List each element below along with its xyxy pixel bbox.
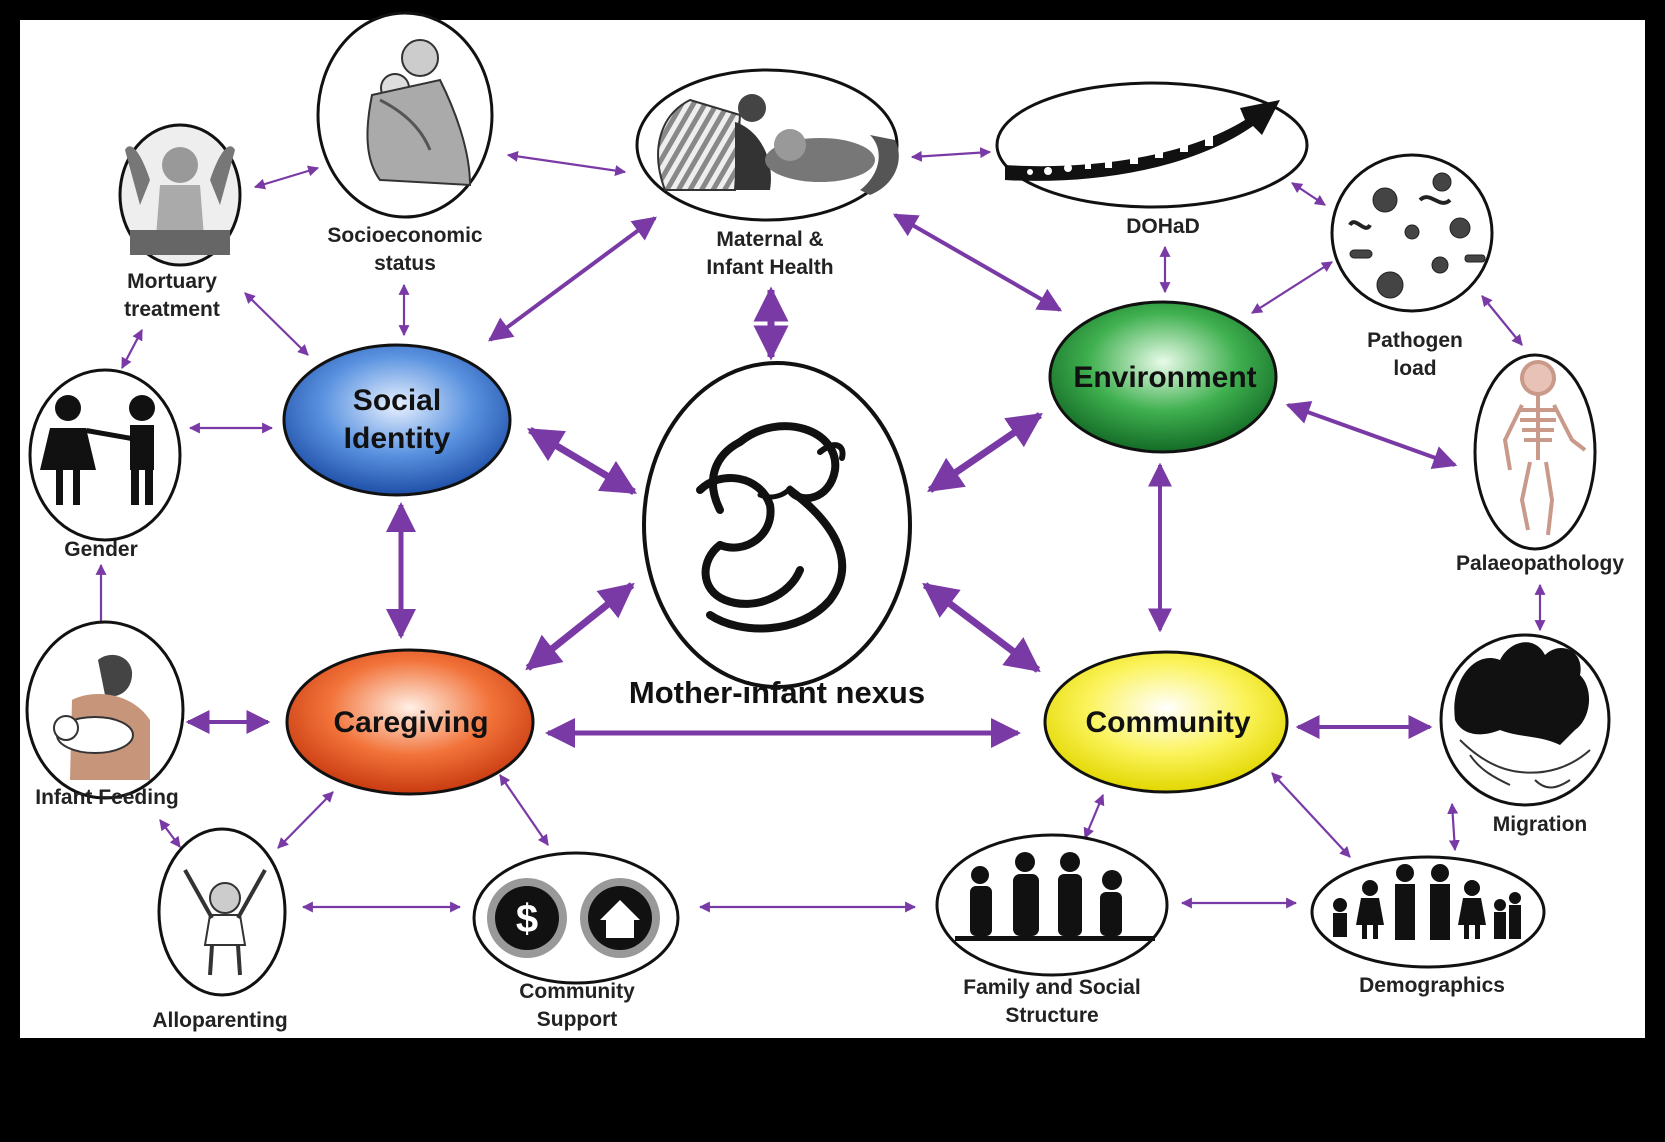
palaeopathology-circle [1473, 353, 1597, 551]
microbes-icon [1348, 172, 1486, 299]
arrow-environment-palaeo [1285, 401, 1458, 469]
arrow-pathogen-environment [1251, 261, 1333, 314]
gender-label: Gender [64, 538, 138, 561]
world-map-icon [1454, 642, 1591, 789]
dollar-coin-icon: $ [487, 878, 567, 958]
demographics-label: Demographics [1359, 974, 1505, 997]
hugging-mother-child-icon [366, 39, 472, 187]
social-identity-line1: Social [352, 384, 442, 417]
connector-arrows [95, 147, 1546, 913]
arrow-feeding-allo [159, 819, 181, 848]
arrow-pathogen-palaeo [1481, 295, 1523, 346]
social-identity-line2: Identity [343, 422, 451, 455]
maternal-health-line1: Maternal & [716, 228, 824, 251]
family-social-label: Family and Social Structure [963, 974, 1140, 1030]
arrow-dohad-pathogen [1291, 182, 1326, 206]
environment-hub [1048, 300, 1278, 454]
arrow-migration-demographics [1447, 802, 1460, 852]
arrow-community-demographics [1271, 772, 1351, 858]
held-toddler-icon [183, 869, 267, 976]
population-pyramid-icon [1333, 864, 1521, 940]
migration-label: Migration [1492, 813, 1588, 836]
angel-statue-icon [125, 146, 235, 255]
maternal-health-label: Maternal & Infant Health [706, 226, 833, 282]
social-identity-hub [282, 343, 512, 497]
arrow-center-social [526, 426, 638, 496]
caregiving-label: Caregiving [333, 706, 489, 739]
environment-label: Environment [1073, 361, 1257, 394]
pathogen-line1: Pathogen [1367, 329, 1463, 352]
arrow-socio-maternal [506, 150, 627, 177]
socioeconomic-label: Socioeconomic status [327, 222, 482, 278]
palaeopathology-label: Palaeopathology [1455, 552, 1625, 575]
family-social-line1: Family and Social [963, 976, 1141, 999]
arrow-center-environment [927, 412, 1043, 493]
infant-feeding-label: Infant Feeding [35, 786, 179, 809]
arrow-maternal-social [488, 216, 657, 342]
dohad-label: DOHaD [1126, 215, 1200, 238]
arrow-caregiving-support [499, 774, 549, 846]
socioeconomic-line1: Socioeconomic [327, 224, 483, 247]
mortuary-line2: treatment [124, 298, 220, 321]
center-label: Mother-infant nexus [628, 675, 926, 710]
mother-infant-icon [696, 422, 847, 633]
svg-text:$: $ [516, 897, 538, 941]
mother-tending-infant-icon [657, 94, 899, 195]
arrow-center-community [922, 582, 1041, 673]
arrow-center-caregiving [525, 582, 635, 671]
caregiving-hub [285, 648, 535, 796]
arrow-mortuary-gender [121, 329, 143, 369]
socioeconomic-line2: status [374, 252, 436, 275]
family-social-line2: Structure [1005, 1004, 1099, 1027]
arrow-maternal-environment [892, 213, 1063, 312]
community-support-label: Community Support [519, 978, 635, 1034]
life-course-arrow-icon [1005, 100, 1280, 181]
dohad-circle [995, 81, 1309, 209]
arrow-community-family [1083, 793, 1105, 840]
mortuary-label: Mortuary treatment [124, 268, 220, 324]
gender-pair-icon [40, 395, 155, 505]
pathogen-line2: load [1393, 357, 1437, 380]
skeleton-icon [1502, 360, 1587, 536]
community-support-line2: Support [536, 1008, 618, 1031]
mortuary-line1: Mortuary [127, 270, 217, 293]
pathogen-label: Pathogen load [1367, 327, 1463, 383]
mother-infant-nexus-circle [642, 361, 912, 689]
arrow-maternal-dohad [910, 147, 992, 162]
community-support-line1: Community [519, 980, 635, 1003]
community-label: Community [1085, 706, 1251, 739]
community-hub [1043, 650, 1289, 794]
social-identity-label: Social Identity [344, 382, 451, 458]
maternal-health-line2: Infant Health [706, 256, 834, 279]
arrow-caregiving-allo [277, 791, 334, 849]
arrow-mortuary-social [244, 292, 309, 356]
house-coin-icon [580, 878, 660, 958]
alloparenting-label: Alloparenting [152, 1009, 288, 1032]
arrow-mortuary-socio [253, 165, 320, 190]
breastfeeding-icon [53, 654, 150, 780]
family-silhouettes-icon [955, 852, 1155, 941]
